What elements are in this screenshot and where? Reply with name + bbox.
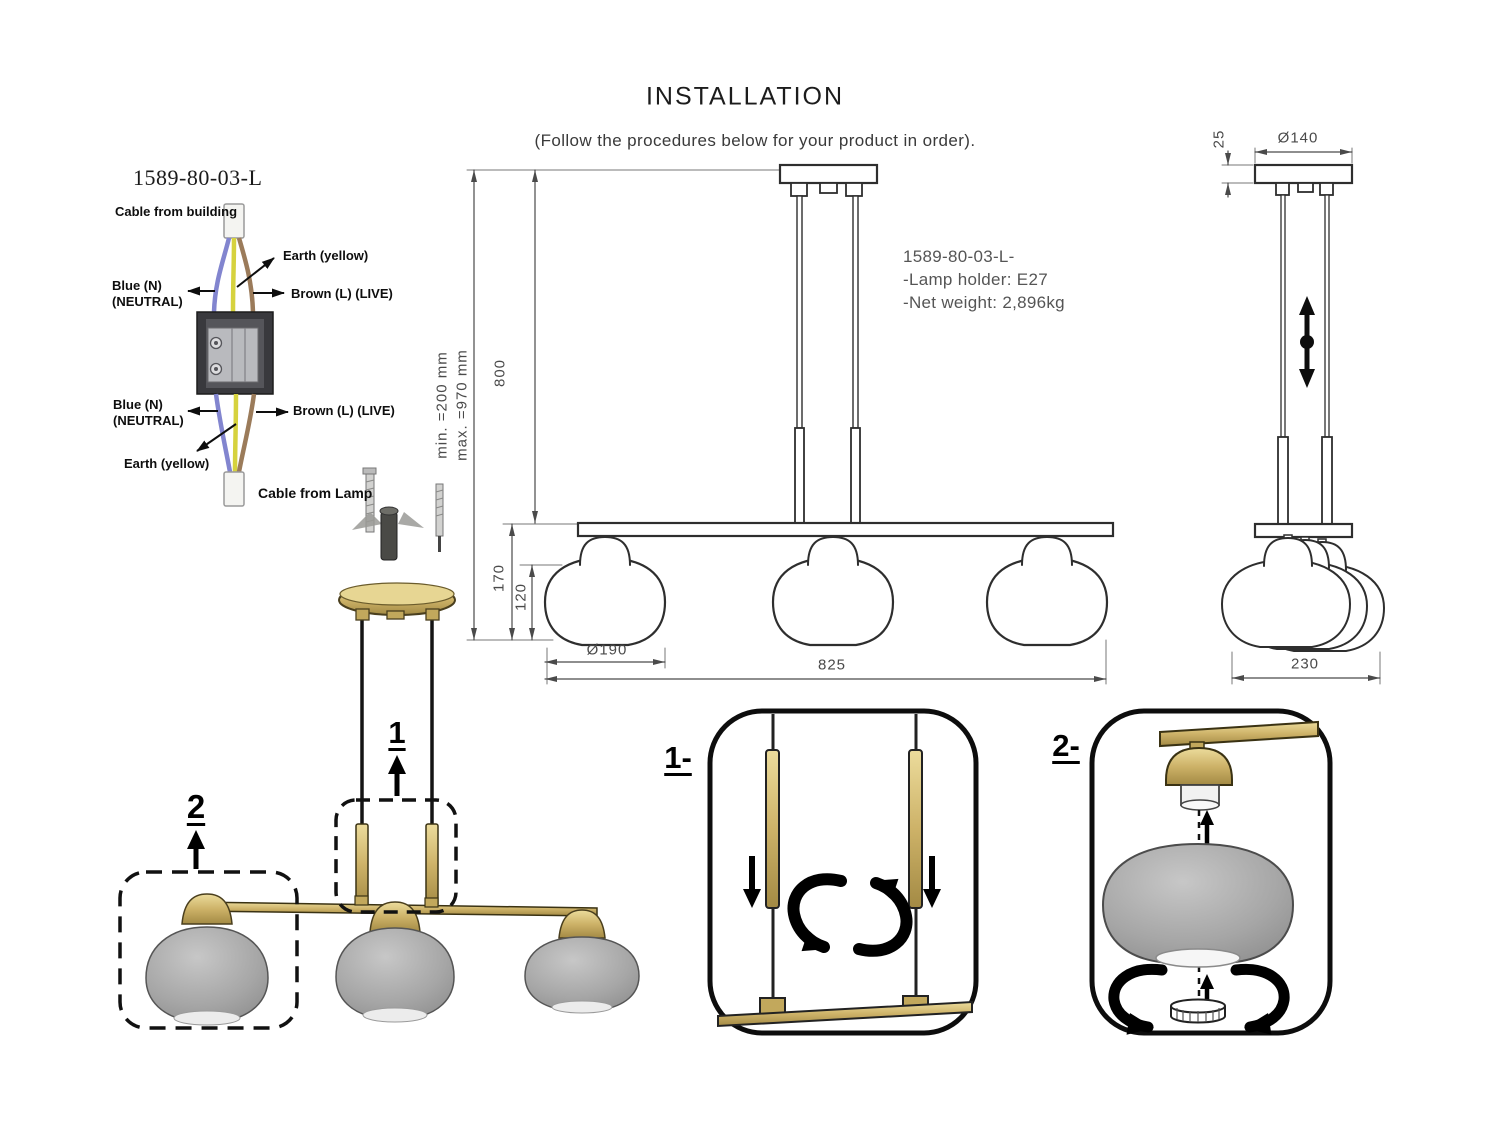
- gold-bar: [1159, 720, 1319, 748]
- earth-wire-top: [230, 237, 237, 313]
- callout-box-1: [334, 798, 458, 914]
- lamp-render: [118, 582, 640, 1030]
- socket-dome: [1165, 746, 1233, 786]
- earth-bottom-label: Earth (yellow): [124, 456, 210, 471]
- adjuster-rod: [765, 749, 780, 909]
- step-1-label: 1-: [664, 740, 692, 775]
- glass-shade: [1101, 842, 1295, 963]
- lamp-bar: [576, 521, 1115, 538]
- product-lamp-holder: -Lamp holder: E27: [903, 269, 1048, 289]
- lift-arrows: [1200, 810, 1214, 1000]
- cable-adjuster-rod: [850, 427, 861, 524]
- callout-1: 1: [388, 715, 406, 750]
- cable-sheath-bottom: [223, 471, 245, 507]
- mounting-hardware: [352, 467, 444, 561]
- cable-from-lamp-label: Cable from Lamp: [258, 485, 373, 501]
- earth-wire-bottom: [232, 393, 239, 473]
- brown-wire-bottom: [236, 393, 257, 473]
- dim-suspension-range: min. =200 mm max. =970 mm: [433, 349, 471, 461]
- rotate-arrows: [1108, 963, 1290, 1035]
- brown-wire-top: [236, 237, 256, 313]
- gold-bar: [717, 1000, 973, 1028]
- blue-bottom-label: Blue (N) (NEUTRAL): [113, 397, 184, 429]
- callout-box-2: [118, 870, 299, 1030]
- earth-top-label: Earth (yellow): [283, 248, 369, 263]
- cable-adjuster-rod: [794, 427, 805, 524]
- side-view: [1221, 147, 1385, 685]
- rotate-arrows: [787, 873, 913, 957]
- callout-2: 2: [186, 788, 206, 825]
- dim-shade-height-120: 120: [512, 582, 530, 612]
- product-info: 1589-80-03-L- -Lamp holder: E27 -Net wei…: [903, 246, 1065, 315]
- front-view: [466, 163, 1115, 685]
- dim-canopy-height-25: 25: [1210, 129, 1228, 149]
- blue-top-label: Blue (N) (NEUTRAL): [112, 278, 183, 310]
- wiring-diagram: [187, 203, 444, 561]
- dim-drop-800: 800: [491, 358, 509, 388]
- blue-wire-bottom: [213, 393, 233, 473]
- product-model: 1589-80-03-L-: [903, 247, 1015, 266]
- adjuster-rod: [908, 749, 923, 909]
- dim-shade-diameter-190: Ø190: [586, 641, 628, 659]
- step1-detail: [707, 708, 979, 1036]
- adjuster-rod: [425, 823, 439, 907]
- brown-top-label: Brown (L) (LIVE): [291, 286, 393, 301]
- adjuster-rod: [355, 823, 369, 907]
- product-net-weight: -Net weight: 2,896kg: [903, 292, 1065, 312]
- ring-nut: [1170, 998, 1226, 1024]
- dim-overall-width-825: 825: [817, 656, 847, 674]
- cable-from-building-label: Cable from building: [115, 204, 238, 219]
- page-subtitle: (Follow the procedures below for your pr…: [534, 131, 976, 150]
- blue-wire-top: [211, 237, 232, 313]
- slide-down-arrows: [743, 856, 941, 908]
- step2-detail: [1089, 708, 1333, 1036]
- page-title: INSTALLATION: [645, 82, 845, 111]
- dim-shade-drop-170: 170: [490, 563, 508, 593]
- terminal-block: [196, 311, 274, 395]
- brown-bottom-label: Brown (L) (LIVE): [293, 403, 395, 418]
- callout-arrows: [187, 755, 406, 869]
- step-2-label: 2-: [1052, 728, 1080, 763]
- model-number: 1589-80-03-L: [133, 165, 263, 190]
- dim-canopy-diameter-140: Ø140: [1277, 129, 1319, 147]
- height-adjust-arrow: [1299, 296, 1315, 388]
- dim-depth-230: 230: [1290, 655, 1320, 673]
